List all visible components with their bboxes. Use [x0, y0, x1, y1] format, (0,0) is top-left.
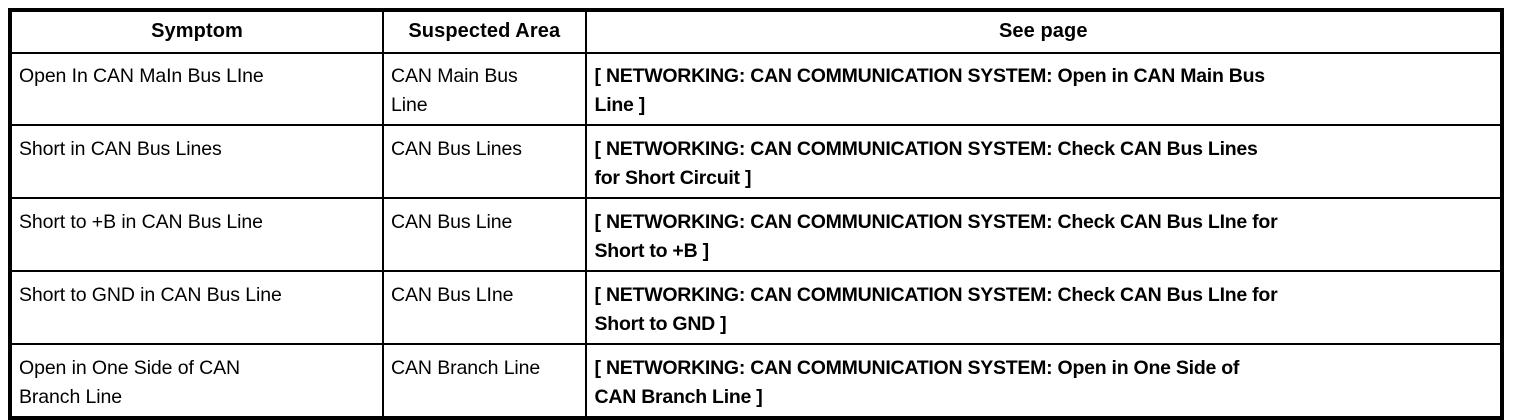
- table-row: Short to +B in CAN Bus Line CAN Bus Line…: [9, 197, 1504, 272]
- column-header-symptom: Symptom: [9, 9, 384, 54]
- cell-symptom-text: Open In CAN MaIn Bus LIne: [19, 65, 264, 87]
- table-row: Short in CAN Bus Lines CAN Bus Lines [ N…: [9, 124, 1504, 199]
- cell-suspected-area: CAN Branch Line: [382, 343, 587, 419]
- cell-see-page: [ NETWORKING: CAN COMMUNICATION SYSTEM: …: [584, 197, 1504, 272]
- cell-symptom: Short in CAN Bus Lines: [9, 124, 384, 199]
- cell-suspected-area: CAN Bus Line: [382, 197, 587, 272]
- cell-suspected-area-text: CAN Branch Line: [391, 357, 541, 379]
- cell-see-page-text: [ NETWORKING: CAN COMMUNICATION SYSTEM: …: [594, 284, 1278, 335]
- table-body: Open In CAN MaIn Bus LIne CAN Main Bus L…: [9, 52, 1504, 419]
- cell-symptom: Short to GND in CAN Bus Line: [9, 270, 384, 345]
- cell-see-page: [ NETWORKING: CAN COMMUNICATION SYSTEM: …: [584, 124, 1504, 199]
- symptom-suspected-area-table: Symptom Suspected Area See page Open In …: [8, 8, 1504, 420]
- cell-suspected-area: CAN Main Bus Line: [382, 52, 587, 126]
- cell-see-page-text: [ NETWORKING: CAN COMMUNICATION SYSTEM: …: [594, 211, 1278, 262]
- cell-symptom-text: Short to GND in CAN Bus Line: [19, 284, 282, 306]
- cell-suspected-area-text: CAN Bus LIne: [391, 284, 514, 306]
- table-row: Open In CAN MaIn Bus LIne CAN Main Bus L…: [9, 52, 1504, 126]
- cell-symptom-text: Short to +B in CAN Bus Line: [19, 211, 263, 233]
- cell-suspected-area: CAN Bus LIne: [382, 270, 587, 345]
- cell-see-page-text: [ NETWORKING: CAN COMMUNICATION SYSTEM: …: [594, 357, 1240, 408]
- cell-see-page-text: [ NETWORKING: CAN COMMUNICATION SYSTEM: …: [594, 138, 1258, 189]
- cell-suspected-area-text: CAN Bus Lines: [391, 138, 522, 160]
- cell-suspected-area-text: CAN Main Bus Line: [391, 65, 518, 116]
- cell-see-page: [ NETWORKING: CAN COMMUNICATION SYSTEM: …: [584, 343, 1504, 419]
- cell-suspected-area-text: CAN Bus Line: [391, 211, 513, 233]
- column-header-suspected-area: Suspected Area: [382, 9, 587, 54]
- cell-symptom: Open in One Side of CAN Branch Line: [9, 343, 384, 419]
- cell-see-page-text: [ NETWORKING: CAN COMMUNICATION SYSTEM: …: [594, 65, 1266, 116]
- cell-see-page: [ NETWORKING: CAN COMMUNICATION SYSTEM: …: [584, 52, 1504, 126]
- table-row: Open in One Side of CAN Branch Line CAN …: [9, 343, 1504, 419]
- cell-symptom-text: Short in CAN Bus Lines: [19, 138, 222, 160]
- cell-symptom-text: Open in One Side of CAN Branch Line: [19, 357, 240, 408]
- table-header: Symptom Suspected Area See page: [9, 9, 1504, 54]
- table-header-row: Symptom Suspected Area See page: [9, 9, 1504, 54]
- cell-see-page: [ NETWORKING: CAN COMMUNICATION SYSTEM: …: [584, 270, 1504, 345]
- cell-symptom: Open In CAN MaIn Bus LIne: [9, 52, 384, 126]
- cell-suspected-area: CAN Bus Lines: [382, 124, 587, 199]
- cell-symptom: Short to +B in CAN Bus Line: [9, 197, 384, 272]
- table-row: Short to GND in CAN Bus Line CAN Bus LIn…: [9, 270, 1504, 345]
- column-header-see-page: See page: [584, 9, 1504, 54]
